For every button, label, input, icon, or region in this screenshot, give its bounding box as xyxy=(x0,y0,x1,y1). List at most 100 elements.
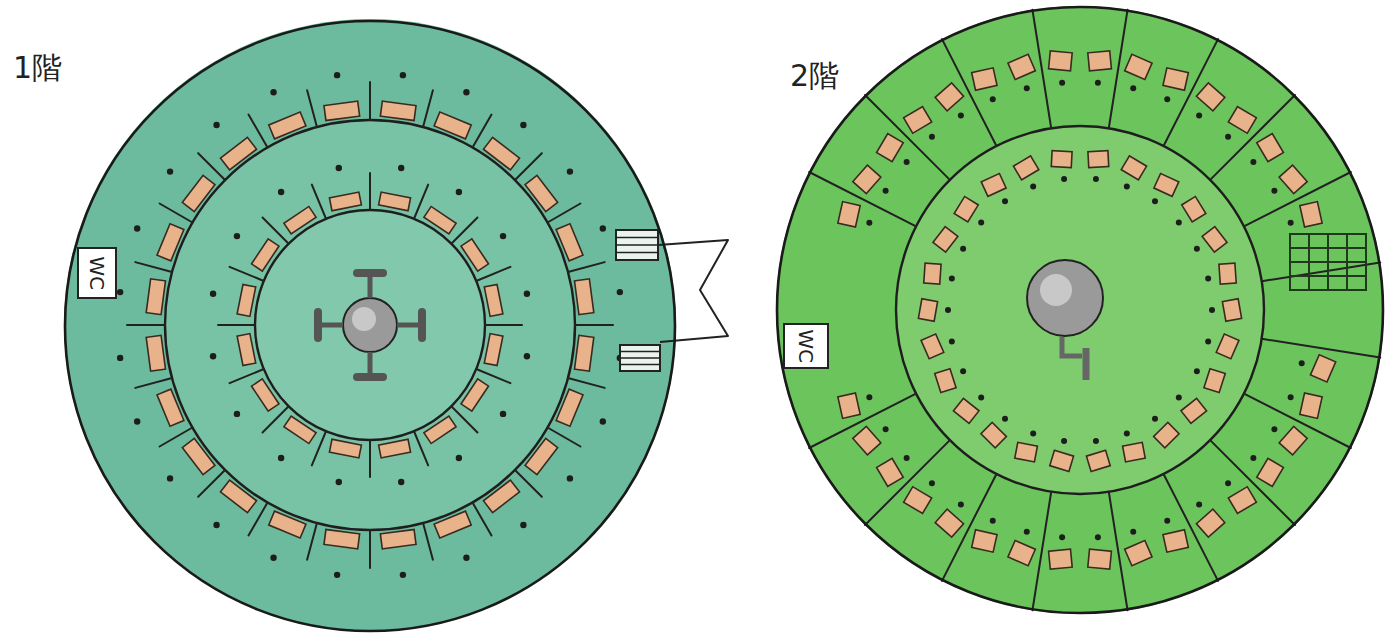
partition-line xyxy=(1210,95,1295,180)
chair-dot xyxy=(1152,198,1158,204)
desk xyxy=(1163,530,1188,552)
chair-dot xyxy=(1271,426,1277,432)
desk xyxy=(1049,549,1073,569)
desk xyxy=(1163,68,1188,90)
floor-plan: 1階WC xyxy=(63,19,677,633)
partition-line xyxy=(230,267,264,281)
partition-line xyxy=(568,262,605,272)
chair-dot xyxy=(398,165,404,171)
desk xyxy=(146,335,165,371)
partition-line xyxy=(160,204,193,223)
desk xyxy=(853,426,881,454)
chair-dot xyxy=(1299,360,1305,366)
floor-outline-circle xyxy=(777,7,1383,613)
chair-dot xyxy=(1176,395,1182,401)
chair-dot xyxy=(278,189,284,195)
floor-label: 1階 xyxy=(13,53,62,83)
partition-line xyxy=(515,153,542,180)
chair-dot xyxy=(1164,96,1170,102)
partition-line xyxy=(1210,440,1295,525)
partition-line xyxy=(312,185,326,219)
partition-line xyxy=(369,530,371,568)
chair-dot xyxy=(1194,368,1200,374)
partition-line xyxy=(369,173,371,210)
floor-outline xyxy=(63,19,677,633)
inner-ring xyxy=(255,210,485,440)
toilet-room: WC xyxy=(77,247,117,299)
desk xyxy=(484,284,503,316)
desk xyxy=(157,389,184,426)
chair-dot xyxy=(929,480,935,486)
desk xyxy=(1202,227,1227,253)
desk xyxy=(574,335,593,371)
chair-dot xyxy=(600,225,606,231)
desk xyxy=(1088,51,1112,71)
chair-dot xyxy=(960,246,966,252)
desk xyxy=(1154,422,1179,447)
chair-dot xyxy=(213,122,219,128)
partition-line xyxy=(198,470,225,497)
desk xyxy=(1051,151,1072,168)
partition-line xyxy=(249,115,268,148)
desk xyxy=(935,369,956,393)
floor-ground xyxy=(776,6,1384,614)
inner-ring xyxy=(896,126,1264,494)
chair-dot xyxy=(520,122,526,128)
desk xyxy=(972,530,997,552)
floor-plan: 2階WC xyxy=(775,5,1385,615)
partition-line xyxy=(307,523,317,560)
chair-dot xyxy=(1124,184,1130,190)
desk xyxy=(1216,334,1239,359)
partition-line xyxy=(218,324,255,326)
desk xyxy=(556,224,583,261)
desk xyxy=(379,192,411,211)
chair-dot xyxy=(904,455,910,461)
chair-dot xyxy=(1059,534,1065,540)
chair-dot xyxy=(929,134,935,140)
chair-dot xyxy=(167,475,173,481)
desk xyxy=(461,239,488,271)
chair-dot xyxy=(1124,430,1130,436)
desk xyxy=(483,137,519,170)
chair-dot xyxy=(336,479,342,485)
desk xyxy=(838,202,860,227)
desk xyxy=(954,196,978,221)
partition-line xyxy=(127,324,165,326)
room-label: WC xyxy=(87,256,107,290)
desk xyxy=(574,279,593,315)
desk xyxy=(1123,442,1146,461)
desk xyxy=(953,398,979,423)
chair-dot xyxy=(1002,416,1008,422)
desk xyxy=(324,529,360,548)
partition-line xyxy=(473,503,492,536)
chair-dot xyxy=(990,518,996,524)
desk xyxy=(1196,83,1224,111)
partition-line xyxy=(473,115,492,148)
partition-line xyxy=(135,262,172,272)
desk xyxy=(525,175,558,211)
partition-line xyxy=(230,369,264,383)
desk xyxy=(921,334,944,359)
bench-seat xyxy=(357,373,383,381)
chair-dot xyxy=(463,89,469,95)
chair-dot xyxy=(400,72,406,78)
chair-dot xyxy=(270,555,276,561)
stair-step xyxy=(616,237,658,239)
stair-step xyxy=(1290,275,1366,277)
desk xyxy=(1300,393,1322,418)
stair-step xyxy=(616,252,658,254)
chair-dot xyxy=(456,189,462,195)
desk xyxy=(1088,151,1109,168)
chair-dot xyxy=(210,291,216,297)
partition-line xyxy=(414,185,428,219)
chair-dot xyxy=(1030,430,1036,436)
chair-dot xyxy=(1030,184,1036,190)
chair-dot xyxy=(617,289,623,295)
chair-dot xyxy=(958,113,964,119)
chair-dot xyxy=(960,368,966,374)
desk xyxy=(838,393,860,418)
desk xyxy=(284,206,316,233)
stair-step xyxy=(1327,234,1329,290)
chair-dot xyxy=(520,522,526,528)
